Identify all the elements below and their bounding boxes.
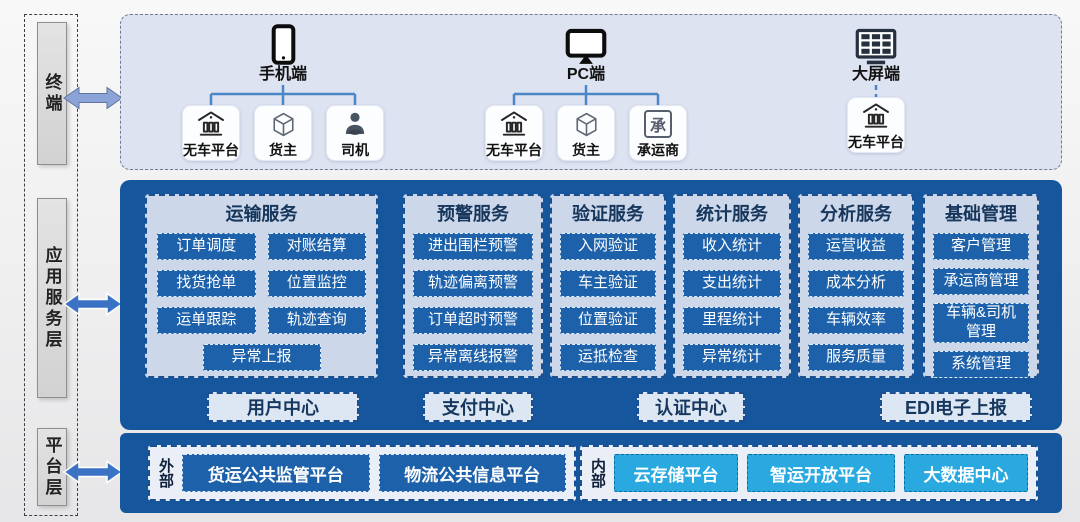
service-column-title: 运输服务 — [225, 204, 298, 224]
cube-icon — [269, 106, 298, 142]
platform-item: 货运公共监管平台 — [182, 454, 370, 492]
double-arrow-icon — [63, 460, 123, 484]
layer-label-platform: 平台层 — [42, 435, 62, 499]
double-arrow-icon — [63, 292, 123, 316]
layer-label-application: 应用服务层 — [42, 245, 62, 351]
terminal-card: 无车平台 — [847, 97, 905, 153]
service-item: 承运商管理 — [933, 268, 1029, 295]
service-column-title: 分析服务 — [820, 204, 892, 224]
terminal-group-bigscreen: 大屏端 无车平台 — [836, 21, 916, 153]
terminal-card: 货主 — [254, 105, 312, 161]
connector-stub — [874, 85, 878, 97]
service-item: 车辆效率 — [808, 307, 904, 334]
service-item: 位置监控 — [267, 270, 366, 297]
device-label: 大屏端 — [851, 66, 900, 83]
device-label: 手机端 — [258, 66, 307, 83]
bank-icon — [860, 98, 892, 134]
terminal-card: 司机 — [326, 105, 384, 161]
platform-group-external: 外部 货运公共监管平台 物流公共信息平台 — [148, 445, 576, 501]
service-column-warning: 预警服务 进出围栏预警 轨迹偏离预警 订单超时预警 异常离线报警 — [403, 194, 543, 378]
smartphone-icon — [270, 21, 297, 65]
service-item: 系统管理 — [933, 350, 1029, 378]
platform-item: 智运开放平台 — [747, 454, 895, 492]
service-item: 运单跟踪 — [157, 307, 256, 334]
service-item: 里程统计 — [683, 307, 781, 334]
monitor-icon — [565, 21, 607, 65]
double-arrow-icon — [63, 86, 123, 110]
service-item: 找货抢单 — [157, 270, 256, 297]
service-column-verification: 验证服务 入网验证 车主验证 位置验证 运抵检查 — [550, 194, 666, 378]
service-item: 客户管理 — [933, 233, 1029, 260]
service-item: 异常上报 — [202, 344, 321, 371]
terminal-card: 无车平台 — [485, 105, 543, 161]
service-item: 运营收益 — [808, 233, 904, 260]
service-center-payment: 支付中心 — [423, 392, 533, 422]
terminal-group-mobile: 手机端 无车平台 货主 — [178, 21, 388, 161]
service-center-auth: 认证中心 — [637, 392, 745, 422]
service-item: 轨迹查询 — [267, 307, 366, 334]
service-center-user: 用户中心 — [207, 392, 359, 422]
layer-label-terminal: 终端 — [42, 72, 62, 115]
service-item: 收入统计 — [683, 233, 781, 260]
connector-bracket — [209, 85, 357, 105]
service-item: 对账结算 — [267, 233, 366, 260]
service-column-transport: 运输服务 订单调度 对账结算 找货抢单 位置监控 运单跟踪 轨迹查询 异常上报 — [145, 194, 378, 378]
connector-bracket — [512, 85, 660, 105]
service-item: 服务质量 — [808, 344, 904, 371]
application-services-panel: 运输服务 订单调度 对账结算 找货抢单 位置监控 运单跟踪 轨迹查询 异常上报 … — [120, 180, 1062, 430]
driver-icon — [340, 106, 370, 142]
platform-item: 物流公共信息平台 — [378, 454, 566, 492]
terminal-card: 承 承运商 — [629, 105, 687, 161]
service-item: 车主验证 — [560, 270, 656, 297]
service-item: 车辆&司机 管理 — [933, 303, 1029, 343]
service-item: 运抵检查 — [560, 344, 656, 371]
service-item: 异常统计 — [683, 344, 781, 371]
terminal-panel: 手机端 无车平台 货主 — [120, 14, 1062, 170]
card-label: 无车平台 — [848, 134, 904, 150]
service-item: 异常离线报警 — [413, 344, 533, 371]
layer-box-application: 应用服务层 — [37, 198, 67, 398]
service-column-title: 验证服务 — [572, 204, 644, 224]
service-column-title: 预警服务 — [437, 204, 509, 224]
platform-group-label: 内部 — [589, 458, 606, 488]
layer-box-platform: 平台层 — [37, 428, 67, 506]
platform-item: 云存储平台 — [614, 454, 738, 492]
terminal-card: 货主 — [557, 105, 615, 161]
carrier-icon: 承 — [644, 106, 672, 142]
card-label: 承运商 — [637, 142, 679, 158]
card-label: 司机 — [341, 142, 369, 158]
service-column-title: 统计服务 — [696, 204, 768, 224]
card-label: 无车平台 — [486, 142, 542, 158]
service-item: 位置验证 — [560, 307, 656, 334]
service-column-statistics: 统计服务 收入统计 支出统计 里程统计 异常统计 — [673, 194, 791, 378]
card-label: 无车平台 — [183, 142, 239, 158]
service-item: 轨迹偏离预警 — [413, 270, 533, 297]
cube-icon — [572, 106, 601, 142]
bank-icon — [195, 106, 227, 142]
platform-group-internal: 内部 云存储平台 智运开放平台 大数据中心 — [580, 445, 1038, 501]
service-center-edi: EDI电子上报 — [880, 392, 1032, 422]
service-item: 订单超时预警 — [413, 307, 533, 334]
bigscreen-icon — [855, 21, 897, 65]
layer-box-terminal: 终端 — [37, 22, 67, 165]
bank-icon — [498, 106, 530, 142]
terminal-card: 无车平台 — [182, 105, 240, 161]
service-column-basic-management: 基础管理 客户管理 承运商管理 车辆&司机 管理 系统管理 — [923, 194, 1039, 378]
platform-item: 大数据中心 — [904, 454, 1028, 492]
service-item: 支出统计 — [683, 270, 781, 297]
service-item: 订单调度 — [157, 233, 256, 260]
card-label: 货主 — [269, 142, 297, 158]
platform-group-label: 外部 — [157, 458, 174, 488]
platform-panel: 外部 货运公共监管平台 物流公共信息平台 内部 云存储平台 智运开放平台 大数据… — [120, 433, 1062, 513]
service-item: 进出围栏预警 — [413, 233, 533, 260]
device-label: PC端 — [566, 66, 606, 83]
service-item: 入网验证 — [560, 233, 656, 260]
service-column-title: 基础管理 — [945, 204, 1017, 224]
service-column-analysis: 分析服务 运营收益 成本分析 车辆效率 服务质量 — [798, 194, 914, 378]
card-label: 货主 — [572, 142, 600, 158]
service-item: 成本分析 — [808, 270, 904, 297]
terminal-group-pc: PC端 无车平台 货主 — [481, 21, 691, 161]
layer-rail — [24, 14, 78, 516]
